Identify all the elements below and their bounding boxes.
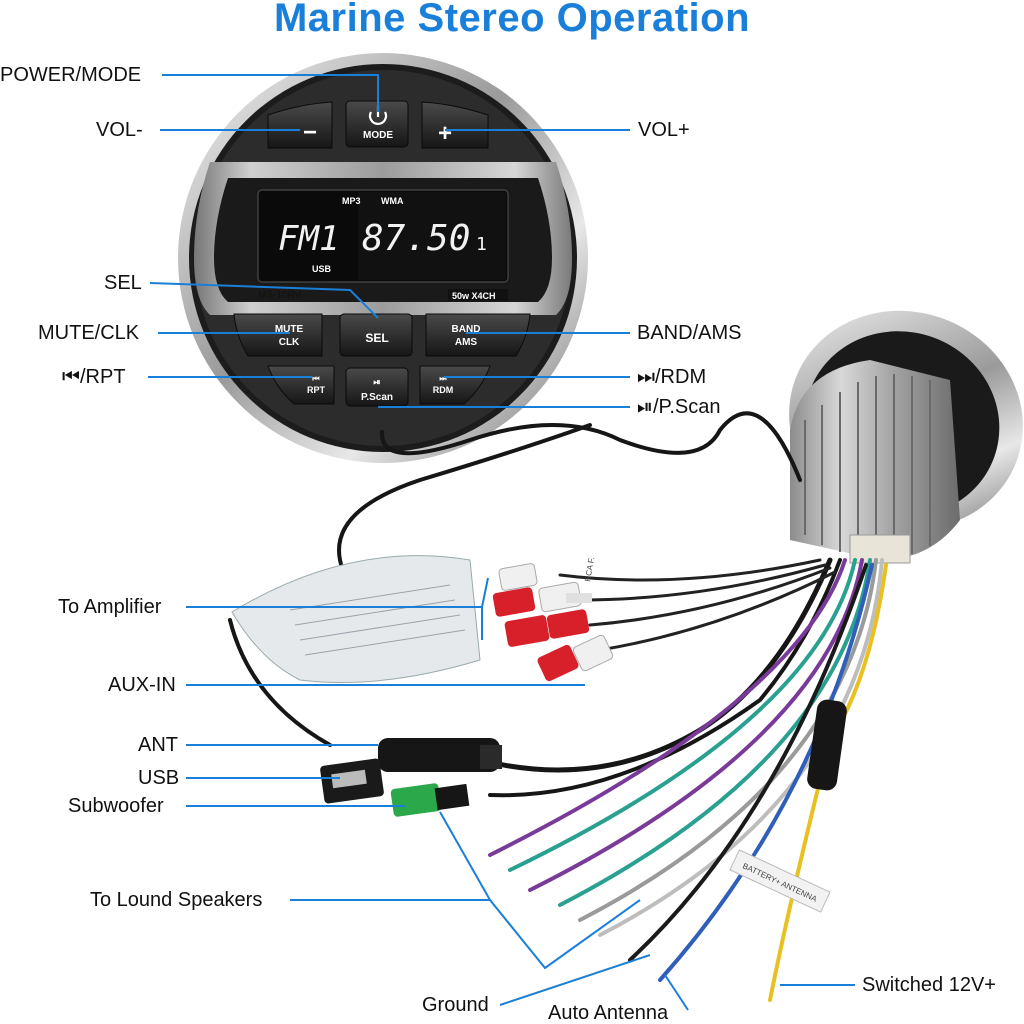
- lcd-band-text: FM1: [278, 219, 339, 259]
- mode-button-label: MODE: [363, 130, 393, 141]
- leader-ground: [499, 954, 651, 1006]
- amplifier-heatsink-unit: [789, 310, 1023, 564]
- sel-button[interactable]: SEL: [339, 313, 413, 357]
- prev-rpt-button[interactable]: ⏮ RPT: [267, 365, 335, 405]
- label-auto-antenna: Auto Antenna: [548, 1002, 669, 1024]
- leader-to-speakers: [290, 811, 492, 901]
- vol-plus-glyph: +: [438, 120, 452, 147]
- label-usb: USB: [138, 767, 180, 789]
- mute-label: MUTE: [275, 324, 304, 335]
- lcd-channel-text: 1: [476, 234, 487, 255]
- label-ground: Ground: [422, 994, 489, 1016]
- label-to-amplifier: To Amplifier: [58, 596, 162, 618]
- next-icon: ⏭: [439, 374, 447, 383]
- lcd-mp3-indicator: MP3: [342, 196, 361, 206]
- label-to-speakers: To Lound Speakers: [90, 889, 263, 911]
- model-number: MS-10RV: [258, 290, 301, 301]
- leader-speakers-branch: [489, 899, 641, 970]
- rpt-label: RPT: [307, 385, 326, 395]
- label-power-mode: POWER/MODE: [0, 64, 142, 86]
- leader-sel: [149, 282, 379, 319]
- leader-auto-antenna: [664, 974, 689, 1011]
- power-badge: 50w X4CH: [452, 291, 496, 301]
- power-badge-bg: [448, 289, 508, 301]
- label-next-rdm: ⏭/RDM: [637, 366, 707, 388]
- vol-minus-button[interactable]: −: [267, 101, 333, 149]
- clk-label: CLK: [279, 337, 300, 348]
- lcd-frequency-text: 87.50: [362, 218, 470, 259]
- rca-connectors: [492, 563, 614, 682]
- wiring-harness: [228, 411, 888, 1002]
- label-subwoofer: Subwoofer: [68, 795, 164, 817]
- pscan-label: P.Scan: [361, 392, 393, 403]
- label-band-ams: BAND/AMS: [637, 322, 742, 344]
- vol-minus-glyph: −: [303, 119, 317, 146]
- diagram-title: Marine Stereo Operation: [273, 0, 751, 40]
- label-prev-rpt: ⏮/RPT: [62, 366, 126, 388]
- usb-plug: [320, 758, 384, 804]
- label-sel: SEL: [104, 272, 142, 294]
- ant-plug: [378, 738, 502, 772]
- label-ant: ANT: [138, 734, 178, 756]
- label-mute-clk: MUTE/CLK: [38, 322, 140, 344]
- label-play-pscan: ⏯/P.Scan: [637, 396, 721, 418]
- rca-cable-tag: RCA F.: [583, 556, 596, 582]
- rdm-label: RDM: [433, 385, 454, 395]
- band-ams-button[interactable]: BAND AMS: [425, 313, 531, 357]
- sel-label: SEL: [365, 331, 388, 345]
- label-switched-12v: Switched 12V+: [862, 974, 996, 996]
- vol-plus-button[interactable]: +: [421, 101, 489, 149]
- label-vol-plus: VOL+: [638, 119, 690, 141]
- lcd-usb-indicator: USB: [312, 264, 332, 274]
- subwoofer-plug: [390, 783, 470, 817]
- mute-clk-button[interactable]: MUTE CLK: [233, 313, 323, 357]
- prev-icon: ⏮: [312, 374, 319, 383]
- instruction-card: [231, 555, 481, 683]
- ams-label: AMS: [455, 337, 478, 348]
- power-mode-button[interactable]: MODE: [345, 100, 409, 148]
- leader-lines: [148, 74, 855, 1011]
- play-pause-icon: ⏯: [373, 377, 380, 387]
- label-aux-in: AUX-IN: [108, 674, 176, 696]
- inline-fuse: [807, 699, 847, 791]
- leader-power-mode: [162, 74, 379, 112]
- antenna-cable-tag: BATTERY+ ANTENNA: [729, 849, 831, 913]
- label-vol-minus: VOL-: [96, 119, 143, 141]
- band-label: BAND: [452, 324, 481, 335]
- play-pscan-button[interactable]: ⏯ P.Scan: [345, 367, 409, 407]
- next-rdm-button[interactable]: ⏭ RDM: [419, 365, 491, 405]
- lcd-wma-indicator: WMA: [381, 196, 404, 206]
